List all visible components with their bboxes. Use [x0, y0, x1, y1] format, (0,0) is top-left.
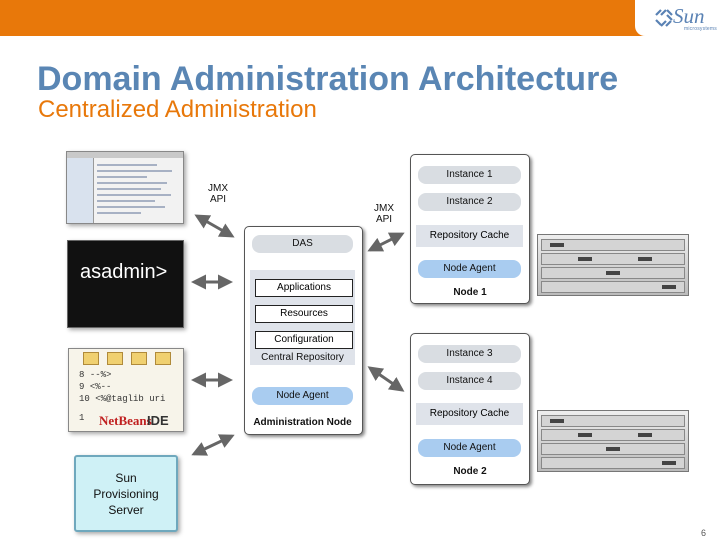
arrow-node2	[367, 366, 405, 392]
console-prompt: asadmin>	[80, 261, 168, 283]
api-label: API	[209, 194, 227, 205]
server-hardware-2	[537, 410, 689, 472]
node-1-label: Node 1	[453, 287, 487, 298]
repository-cache-1: Repository Cache	[416, 225, 523, 247]
jmx-api-label-2: JMX API	[370, 203, 398, 225]
jmx-label: JMX	[374, 203, 394, 214]
arrow-provisioning	[191, 434, 235, 456]
provisioning-line: Sun	[115, 471, 137, 485]
code-line: 9 <%--	[79, 382, 112, 392]
resources-box: Resources	[255, 305, 353, 323]
toolbar-icon	[83, 352, 99, 365]
code-line: 1	[79, 413, 85, 423]
netbeans-brand: NetBeans	[99, 413, 152, 428]
configuration-box: Configuration	[255, 331, 353, 349]
admin-console-screenshot	[66, 151, 184, 224]
provisioning-line: Server	[108, 503, 144, 517]
toolbar-icon	[107, 352, 123, 365]
toolbar-icon	[131, 352, 147, 365]
slide-subtitle: Centralized Administration	[38, 96, 317, 123]
jmx-api-label-1: JMX API	[204, 183, 232, 205]
instance-1-box: Instance 1	[418, 166, 521, 184]
top-bar	[0, 0, 728, 36]
brand-name: Sun	[673, 4, 705, 28]
netbeans-ide-screenshot: 8 --%> 9 <%-- 10 <%@taglib uri 1 NetBean…	[68, 348, 184, 432]
node-2-agent: Node Agent	[418, 439, 521, 457]
sun-logo-icon	[655, 9, 673, 27]
toolbar-icon	[155, 352, 171, 365]
jmx-label: JMX	[208, 183, 228, 194]
central-repository-label: Central Repository	[261, 352, 344, 363]
admin-node-agent: Node Agent	[252, 387, 353, 405]
asadmin-terminal: asadmin>	[67, 240, 184, 328]
api-label: API	[375, 214, 393, 225]
arrow-console-jmx	[194, 214, 235, 238]
das-box: DAS	[252, 235, 353, 253]
node-2-label: Node 2	[453, 466, 487, 477]
page-number: 6	[700, 528, 706, 538]
node-1-agent: Node Agent	[418, 260, 521, 278]
administration-node-label: Administration Node	[253, 417, 352, 428]
instance-3-box: Instance 3	[418, 345, 521, 363]
repository-cache-2: Repository Cache	[416, 403, 523, 425]
provisioning-line: Provisioning	[93, 487, 159, 501]
netbeans-version: IDE 8.1	[147, 413, 169, 431]
slide-title: Domain Administration Architecture	[37, 60, 619, 98]
instance-4-box: Instance 4	[418, 372, 521, 390]
provisioning-server-box: Sun Provisioning Server	[74, 455, 178, 532]
sun-logo: Sun microsystems	[635, 0, 728, 36]
instance-2-box: Instance 2	[418, 193, 521, 211]
code-line: 8 --%>	[79, 370, 112, 380]
arrow-node1	[367, 232, 405, 252]
applications-box: Applications	[255, 279, 353, 297]
code-line: 10 <%@taglib uri	[79, 394, 166, 404]
server-hardware-1	[537, 234, 689, 296]
brand-subtitle: microsystems	[684, 26, 717, 32]
